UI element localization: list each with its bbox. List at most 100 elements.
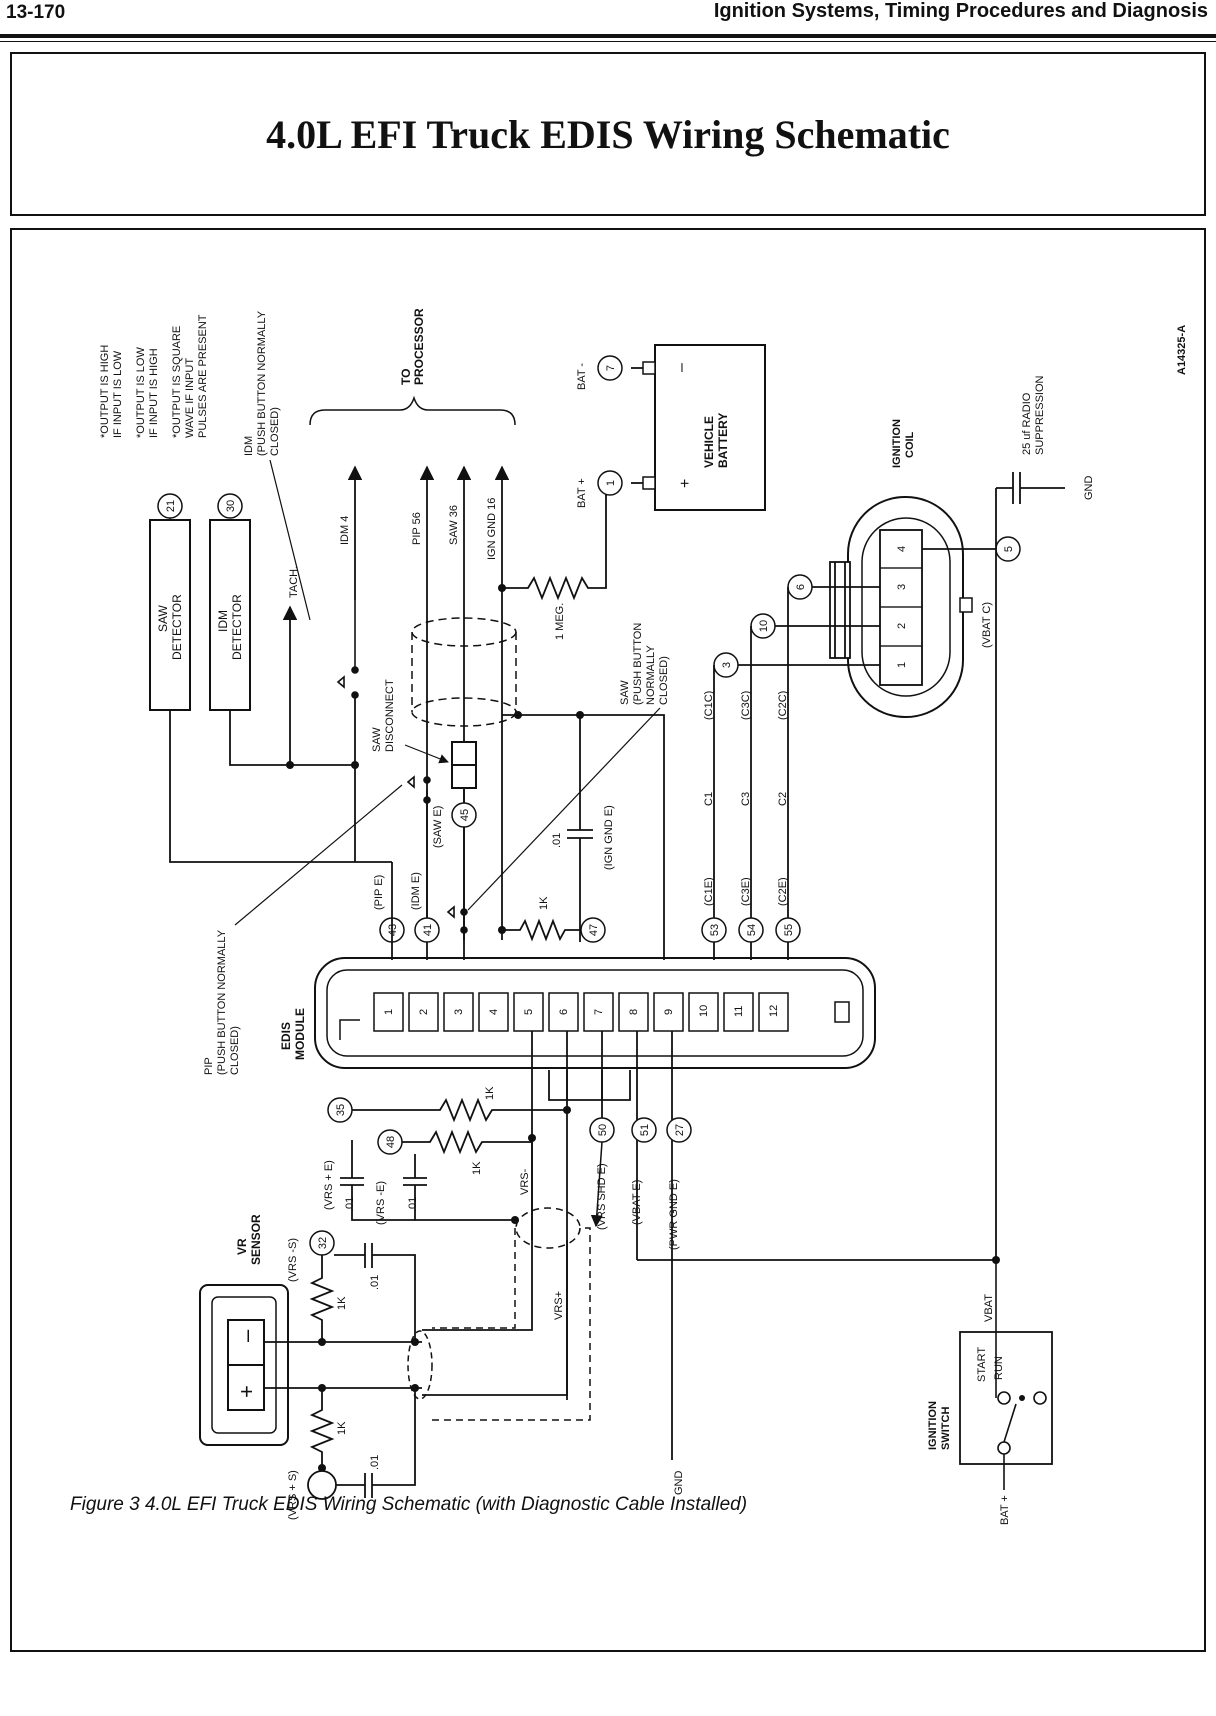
connector-30: 30 xyxy=(217,493,243,519)
to-processor-2: PROCESSOR xyxy=(412,308,426,385)
note-2: *OUTPUT IS LOW xyxy=(135,347,147,438)
saw-disconnect-label-2: DISCONNECT xyxy=(384,679,396,752)
vrs-shield-drain-2 xyxy=(432,1228,516,1329)
gnd-label-bottom: GND xyxy=(673,1471,685,1496)
ignition-switch-label-2: SWITCH xyxy=(940,1407,952,1450)
edis-pin-6: 6 xyxy=(558,1009,570,1015)
tach-label: TACH. xyxy=(288,566,300,598)
connector-3: 3 xyxy=(713,652,739,678)
connector-21: 21 xyxy=(157,493,183,519)
coil-pin-2: 2 xyxy=(896,623,908,629)
figure-id: A14325-A xyxy=(1176,325,1188,375)
vrs-plus-s-terminal xyxy=(307,1470,337,1500)
vrs-cap-label-2: .01 xyxy=(407,1197,419,1212)
edis-pin-7: 7 xyxy=(593,1009,605,1015)
edis-module-outer xyxy=(314,957,876,1069)
vr-shield xyxy=(407,1330,433,1400)
idm-button-label-2: (PUSH BUTTON NORMALLY xyxy=(256,310,268,456)
vr-1k-label-1: 1K xyxy=(336,1296,348,1310)
shd-arrow xyxy=(590,1141,603,1228)
idm-detector-label-1: IDM xyxy=(216,610,230,632)
vrs-1k-label-1: 1K xyxy=(484,1086,496,1100)
vrs-1k-label-2: 1K xyxy=(471,1161,483,1175)
coil-tab xyxy=(959,597,973,613)
vr-sensor: – + xyxy=(199,1284,289,1446)
vrs-signal-lines xyxy=(422,1138,568,1396)
one-meg-label: 1 MEG. xyxy=(554,603,566,640)
vr-sensor-wiring xyxy=(264,1243,422,1498)
idm-button-label: IDM (PUSH BUTTON NORMALLY CLOSED) xyxy=(243,310,281,456)
junction xyxy=(318,1338,326,1346)
vehicle-battery: VEHICLE BATTERY – + xyxy=(654,344,766,511)
coil-harness xyxy=(738,548,996,666)
one-k-label-top: 1K xyxy=(538,896,550,910)
edis-pin-11: 11 xyxy=(733,1006,745,1017)
start-label: START xyxy=(976,1347,988,1382)
saw-e-label: (SAW E) xyxy=(432,806,444,848)
connector-48: 48 xyxy=(377,1129,403,1155)
bat-minus-label: BAT - xyxy=(576,363,588,390)
edis-pin-9: 9 xyxy=(663,1009,675,1015)
connector-7-label: 7 xyxy=(605,365,617,371)
junction xyxy=(1019,1395,1025,1401)
to-processor-label: TO PROCESSOR xyxy=(399,308,426,385)
edis-pins: 1 2 3 4 5 6 7 8 9 10 11 12 xyxy=(373,992,789,1032)
header-rule-thin xyxy=(0,41,1216,42)
c3c-label: (C3C) xyxy=(740,691,752,720)
connector-5: 5 xyxy=(995,536,1021,562)
vr-cap-label-1: .01 xyxy=(369,1275,381,1290)
connector-41-label: 41 xyxy=(422,924,434,936)
coil-pin-1: 1 xyxy=(896,662,908,668)
ignition-switch-label-1: IGNITION xyxy=(927,1401,939,1450)
gnd-label-top: GND xyxy=(1083,476,1095,501)
vrs-minus-s-label: (VRS -S) xyxy=(287,1238,299,1282)
battery-terminal-pos xyxy=(642,476,656,490)
connector-43-label: 43 xyxy=(387,924,399,936)
pip-button-label-1: PIP xyxy=(203,1057,215,1075)
run-label: RUN xyxy=(993,1356,1005,1380)
ign-gnd16-label: IGN GND 16 xyxy=(486,498,498,560)
connector-1: 1 xyxy=(597,470,623,496)
junction xyxy=(318,1384,326,1392)
section-title: Ignition Systems, Timing Procedures and … xyxy=(713,0,1208,22)
note-3b: WAVE IF INPUT xyxy=(184,358,196,438)
connector-41: 41 xyxy=(414,917,440,943)
connector-48-label: 48 xyxy=(385,1136,397,1148)
idm-button-leader xyxy=(269,459,311,621)
idm-push-button xyxy=(336,600,359,699)
connector-10-label: 10 xyxy=(758,620,770,632)
vr-plus: + xyxy=(234,1385,259,1398)
vr-1k-label-2: 1K xyxy=(336,1421,348,1435)
page-number: 13-170 xyxy=(6,2,66,23)
connector-45-label: 45 xyxy=(459,809,471,821)
vr-cap-label-2: .01 xyxy=(369,1455,381,1470)
connector-27: 27 xyxy=(666,1117,692,1143)
connector-6: 6 xyxy=(787,574,813,600)
junction xyxy=(511,1216,519,1224)
edis-pin-10: 10 xyxy=(698,1005,710,1017)
ignition-coil-label-2: COIL xyxy=(904,431,916,458)
connector-3-label: 3 xyxy=(721,662,733,668)
radio-suppression-label-1: 25 uf RADIO xyxy=(1021,392,1033,455)
idm-detector-label-2: DETECTOR xyxy=(230,594,244,660)
connector-30-label: 30 xyxy=(225,500,237,512)
connector-21-label: 21 xyxy=(165,500,177,512)
connector-51-label: 51 xyxy=(639,1124,651,1136)
coil-pin-3: 3 xyxy=(896,584,908,590)
idm4-label: IDM 4 xyxy=(339,516,351,545)
c2-label: C2 xyxy=(777,792,789,806)
edis-pin-2: 2 xyxy=(418,1009,430,1015)
coil-line-labels: (C1C) (C3C) (C2C) C1 C3 C2 (C1E) (C3E) (… xyxy=(703,691,789,906)
connector-54: 54 xyxy=(738,917,764,943)
ign-gnd-bus xyxy=(502,714,665,960)
c1-label: C1 xyxy=(703,792,715,806)
battery-label-2: BATTERY xyxy=(716,413,730,468)
battery-plus: + xyxy=(677,479,694,488)
saw-detector: SAW DETECTOR xyxy=(149,519,191,711)
radio-suppression-cap xyxy=(995,472,1065,1260)
saw-disconnect-label-1: SAW xyxy=(371,727,383,752)
saw-detector-label-2: DETECTOR xyxy=(170,594,184,660)
vrs-plus-s-label: (VRS + S) xyxy=(287,1470,299,1520)
pip-button-label-2: (PUSH BUTTON NORMALLY xyxy=(216,929,228,1075)
pip-button-label-3: CLOSED) xyxy=(229,1026,241,1075)
